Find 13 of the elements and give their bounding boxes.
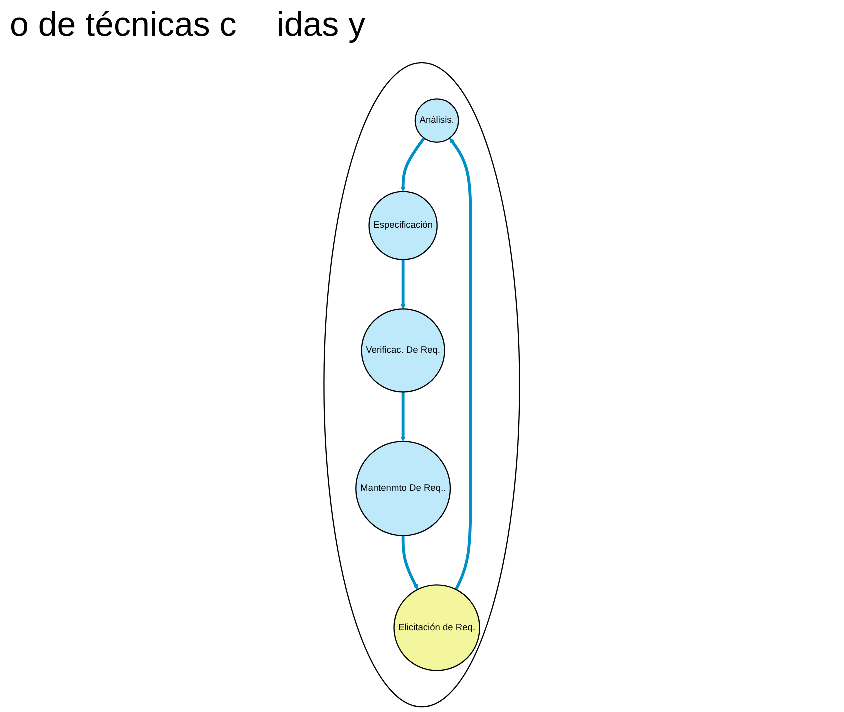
- arrow: [400, 392, 406, 442]
- node-circle: Mantenmto De Req..: [356, 440, 452, 536]
- node-circle: Verificac. De Req.: [361, 308, 446, 393]
- title-text: o de técnicas c: [10, 6, 237, 46]
- arrow: [400, 260, 406, 310]
- arrow: [450, 138, 472, 590]
- title-text: idas y: [276, 6, 366, 46]
- arrow: [402, 536, 418, 590]
- node-circle: Especificación: [368, 191, 438, 260]
- cluster: [324, 62, 520, 708]
- node-circle: Análisis.: [414, 98, 460, 144]
- arrow: [400, 137, 426, 192]
- node-circle: Elicitación de Req.: [394, 584, 480, 672]
